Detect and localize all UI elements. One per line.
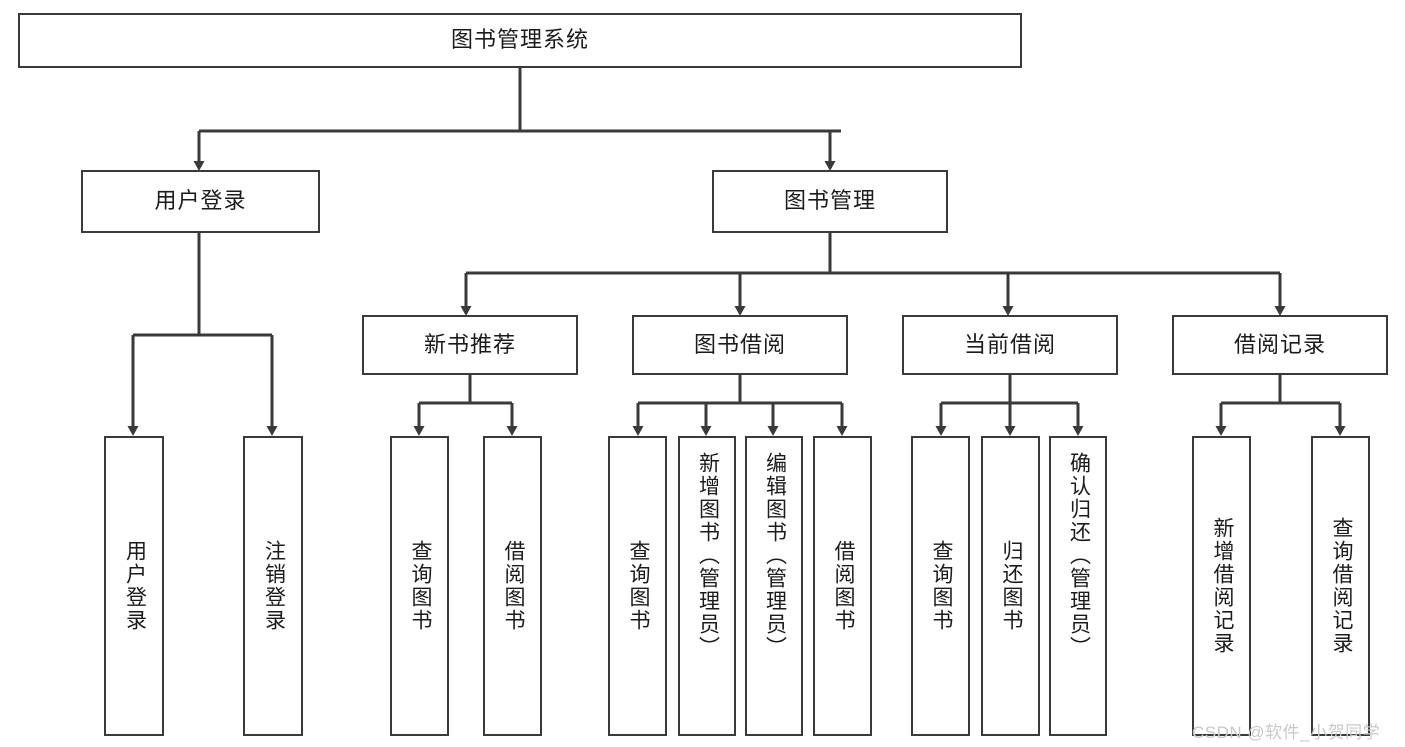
- node-leaf-user-login-label: 用户登录: [123, 540, 147, 632]
- node-borrow-records-label: 借阅记录: [1233, 331, 1326, 357]
- csdn-watermark: CSDN @软件_小贺同学: [1192, 723, 1381, 742]
- node-leaf-query-borrow-record-label: 查询借阅记录: [1329, 517, 1353, 655]
- node-book-management[interactable]: 图书管理: [712, 170, 948, 233]
- node-leaf-query-book-current-label: 查询图书: [929, 540, 953, 632]
- node-leaf-confirm-return-admin-label: 确认归还（管理员）: [1067, 452, 1091, 659]
- node-new-book-recommend-label: 新书推荐: [423, 331, 516, 357]
- node-leaf-return-book-label: 归还图书: [999, 540, 1023, 632]
- node-leaf-borrow-book-label: 借阅图书: [831, 540, 855, 632]
- node-leaf-add-borrow-record-label: 新增借阅记录: [1210, 517, 1234, 655]
- node-root-label: 图书管理系统: [450, 27, 589, 53]
- node-leaf-borrow-book[interactable]: 借阅图书: [813, 436, 872, 736]
- node-user-login-label: 用户登录: [154, 188, 247, 214]
- node-leaf-confirm-return-admin[interactable]: 确认归还（管理员）: [1049, 436, 1107, 736]
- node-leaf-query-borrow-record[interactable]: 查询借阅记录: [1311, 436, 1370, 736]
- node-current-borrow[interactable]: 当前借阅: [902, 315, 1118, 375]
- node-leaf-query-book-borrow-label: 查询图书: [626, 540, 650, 632]
- node-book-borrow-label: 图书借阅: [693, 331, 786, 357]
- node-leaf-edit-book-admin[interactable]: 编辑图书（管理员）: [745, 436, 803, 736]
- node-leaf-query-book-current[interactable]: 查询图书: [911, 436, 970, 736]
- node-leaf-add-book-admin[interactable]: 新增图书（管理员）: [678, 436, 736, 736]
- node-leaf-user-login[interactable]: 用户登录: [104, 436, 164, 736]
- node-current-borrow-label: 当前借阅: [963, 331, 1056, 357]
- node-book-borrow[interactable]: 图书借阅: [632, 315, 848, 375]
- node-new-book-recommend[interactable]: 新书推荐: [362, 315, 578, 375]
- node-leaf-borrow-book-recommend-label: 借阅图书: [501, 540, 525, 632]
- node-leaf-edit-book-admin-label: 编辑图书（管理员）: [763, 452, 787, 659]
- node-leaf-return-book[interactable]: 归还图书: [981, 436, 1040, 736]
- node-root[interactable]: 图书管理系统: [18, 13, 1022, 68]
- node-leaf-logout-label: 注销登录: [262, 540, 286, 632]
- node-leaf-query-book-recommend[interactable]: 查询图书: [390, 436, 449, 736]
- node-user-login[interactable]: 用户登录: [81, 170, 320, 233]
- node-book-management-label: 图书管理: [783, 188, 876, 214]
- node-leaf-query-book-recommend-label: 查询图书: [408, 540, 432, 632]
- node-leaf-add-borrow-record[interactable]: 新增借阅记录: [1192, 436, 1251, 736]
- node-borrow-records[interactable]: 借阅记录: [1172, 315, 1388, 375]
- node-leaf-add-book-admin-label: 新增图书（管理员）: [696, 452, 720, 659]
- node-leaf-borrow-book-recommend[interactable]: 借阅图书: [483, 436, 542, 736]
- node-leaf-query-book-borrow[interactable]: 查询图书: [608, 436, 667, 736]
- node-leaf-logout[interactable]: 注销登录: [243, 436, 303, 736]
